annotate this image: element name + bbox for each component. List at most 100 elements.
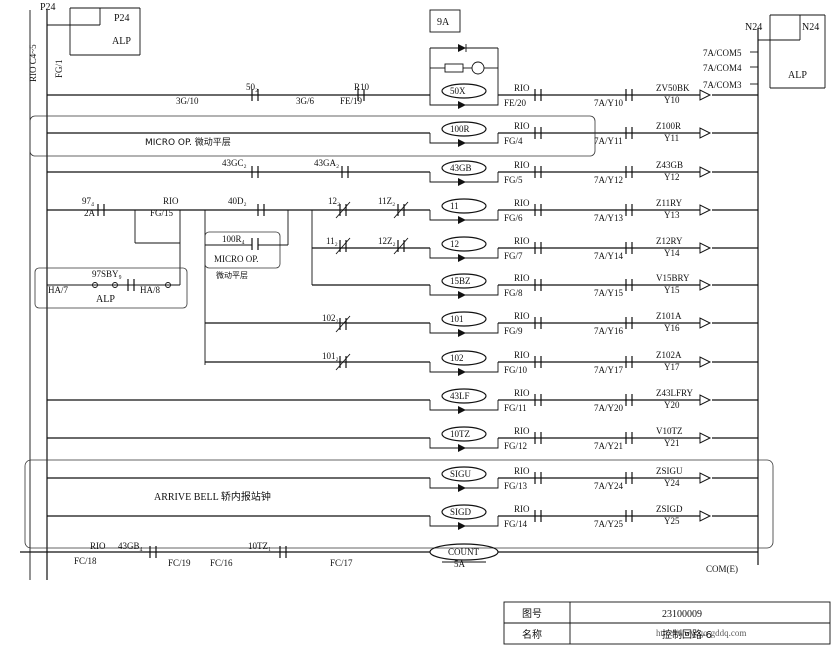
output-name: ZSIGU <box>656 466 683 476</box>
alp-left-label: ALP <box>112 36 131 47</box>
terminal-left: FG/4 <box>504 136 523 146</box>
terminal-left: FG/5 <box>504 175 523 185</box>
alp-left-p24: P24 <box>114 13 130 24</box>
output-arrow <box>699 89 712 101</box>
diode-symbol <box>458 216 466 224</box>
output-id: Y16 <box>664 323 680 333</box>
diode-bracket <box>429 172 499 183</box>
terminal-left: FG/11 <box>504 403 527 413</box>
output-arrow <box>699 356 712 368</box>
row4-97-4: 97₄ <box>82 196 94 206</box>
terminal-mid: 7A/Y10 <box>594 98 623 108</box>
coil-label: 10TZ <box>450 429 470 439</box>
diode-bracket <box>429 400 499 411</box>
output-name: V10TZ <box>656 426 683 436</box>
rio-label: RIO <box>514 388 530 398</box>
output-name: ZSIGD <box>656 504 683 514</box>
diode-bracket <box>429 248 499 259</box>
diode-symbol <box>458 101 466 109</box>
output-arrow <box>699 204 712 216</box>
rio-label: RIO <box>514 350 530 360</box>
diode-bracket <box>429 362 499 373</box>
fuse-label: 9A <box>437 17 450 28</box>
output-id: Y12 <box>664 172 680 182</box>
coil <box>441 350 487 366</box>
output-id: Y20 <box>664 400 680 410</box>
micro-op-label-2a: MICRO OP. <box>214 254 259 264</box>
bottom-row: RIO 43GB₄ FC/18 FC/19 FC/16 10TZ₁ FC/17 … <box>20 541 758 574</box>
output-name: Z12RY <box>656 236 683 246</box>
coil <box>441 236 487 252</box>
terminal-mid: 7A/Y12 <box>594 175 623 185</box>
terminal-mid: 7A/Y16 <box>594 326 623 336</box>
title-block: 图号 23100009 名称 控制回路-6 http://www.go-gddq… <box>503 601 831 645</box>
n24-label: N24 <box>745 22 762 33</box>
alp-branch-label: ALP <box>96 294 115 305</box>
diode-symbol <box>458 522 466 530</box>
alp-right-label: ALP <box>788 70 807 81</box>
terminal-mid: 7A/Y25 <box>594 519 623 529</box>
rio-label: RIO <box>514 273 530 283</box>
com3-label: 7A/COM3 <box>703 80 742 90</box>
count-coil <box>429 543 499 561</box>
com4-label: 7A/COM4 <box>703 63 742 73</box>
bottom-fc16: FC/16 <box>210 558 233 568</box>
coil-label: 50X <box>450 86 466 96</box>
output-arrow <box>699 472 712 484</box>
output-arrow <box>699 510 712 522</box>
terminal-left: FG/12 <box>504 441 527 451</box>
terminal-mid: 7A/Y17 <box>594 365 623 375</box>
rio-label: RIO <box>514 83 530 93</box>
coil-label: 102 <box>450 353 464 363</box>
row1-50-2: 50₂ <box>246 82 258 92</box>
terminal-mid: 7A/Y21 <box>594 441 623 451</box>
diode-symbol <box>458 444 466 452</box>
row1-3g6: 3G/6 <box>296 96 315 106</box>
watermark-text: http://www.go-gddq.com <box>656 628 746 638</box>
row8-101-2: 101₂ <box>322 351 339 361</box>
output-name: V15BRY <box>656 273 690 283</box>
row7-8-contacts: 102₂ 101₂ <box>322 313 351 371</box>
diode-symbol <box>458 484 466 492</box>
terminal-left: FG/6 <box>504 213 523 223</box>
coil-label: 43GB <box>450 163 472 173</box>
coil <box>441 273 487 289</box>
terminal-left: FG/14 <box>504 519 528 529</box>
p24-label: P24 <box>40 2 56 13</box>
coil <box>441 198 487 214</box>
output-arrow <box>699 166 712 178</box>
micro-op-box-1: MICRO OP. 微动平层 <box>29 115 596 157</box>
terminal-mid: 7A/Y24 <box>594 481 623 491</box>
count-5a: 5A <box>454 559 466 569</box>
terminal-left: FG/7 <box>504 251 523 261</box>
rio-label: RIO <box>514 198 530 208</box>
row1-contacts: 3G/10 50₂ 3G/6 R10 FE/19 <box>176 82 370 106</box>
diode-bracket <box>429 323 499 334</box>
output-id: Y24 <box>664 478 680 488</box>
rio-label: RIO <box>514 236 530 246</box>
output-name: Z43GB <box>656 160 683 170</box>
com-e-label: COM(E) <box>706 564 738 574</box>
row3-contacts: 43GC₂ 43GA₂ <box>222 158 349 178</box>
bottom-fc19: FC/19 <box>168 558 191 568</box>
coil <box>441 311 487 327</box>
com5-label: 7A/COM5 <box>703 48 742 58</box>
output-id: Y14 <box>664 248 680 258</box>
arrive-bell-label: ARRIVE BELL 轿内报站钟 <box>154 490 271 503</box>
fuse-9a: 9A <box>429 9 461 33</box>
bottom-10tz1: 10TZ₁ <box>248 541 271 551</box>
rio-label: RIO <box>514 504 530 514</box>
output-id: Y25 <box>664 516 680 526</box>
coil-label: 15BZ <box>450 276 471 286</box>
output-name: Z43LFRY <box>656 388 694 398</box>
row4-contacts: 97₄ 2A RIO FG/15 40D₂ 12₂ 11Z₂ <box>82 196 430 365</box>
bottom-fc18: FC/18 <box>74 556 97 566</box>
alp-97sby9: 97SBY₉ <box>92 269 122 279</box>
coil <box>441 121 487 137</box>
alp-branch: 97SBY₉ HA/7 HA/8 ALP <box>34 267 188 309</box>
coil-label: SIGU <box>450 469 472 479</box>
alp-right-n24: N24 <box>802 22 819 33</box>
